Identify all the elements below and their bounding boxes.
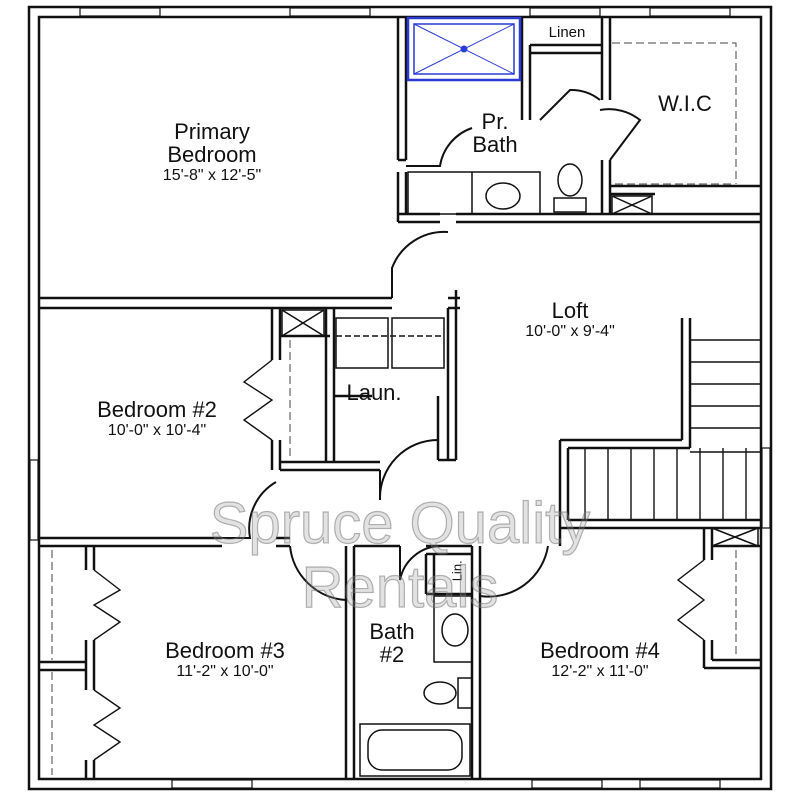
room-dimensions: 12'-2" x 11'-0" [551, 663, 649, 681]
bifold-door [92, 689, 122, 761]
toilet-tank [553, 197, 587, 213]
room-name: Lin. [449, 560, 465, 582]
primary-bedroom-label: Primary Bedroom 15'-8" x 12'-5" [112, 120, 312, 185]
bedroom3-label: Bedroom #3 11'-2" x 10'-0" [130, 639, 320, 681]
pr-bath-label: Pr. Bath [455, 110, 535, 156]
bathtub [359, 723, 471, 777]
room-name: Primary [174, 119, 250, 144]
room-name: W.I.C [658, 91, 712, 116]
door-swing [289, 545, 347, 601]
window [289, 7, 371, 17]
laundry-machine [335, 317, 389, 369]
room-name: Pr. [481, 109, 509, 134]
shower-pan-outer [406, 16, 522, 82]
door-swing [406, 127, 473, 167]
shelf-line [612, 42, 737, 184]
room-name: #2 [379, 642, 405, 668]
bifold-door [676, 559, 706, 641]
toilet-bowl [557, 163, 583, 197]
shower [406, 16, 522, 82]
vanity-counter [407, 171, 541, 215]
lin-label: Lin. [444, 556, 470, 592]
door-swing [539, 88, 601, 121]
room-dimensions: 15'-8" x 12'-5" [162, 167, 262, 185]
door-swing [222, 481, 277, 539]
hvac-x [711, 527, 759, 547]
window [639, 779, 721, 789]
bifold-doors [92, 359, 706, 761]
door-swing [599, 108, 642, 161]
room-name: Bedroom #2 [97, 397, 217, 422]
bifold-door [92, 569, 122, 641]
windows [29, 7, 771, 789]
shower-pan-inner [413, 23, 515, 75]
window [531, 779, 603, 789]
door-swing [378, 439, 439, 501]
wic-label: W.I.C [640, 92, 730, 115]
door-swing [399, 545, 441, 581]
window [649, 7, 731, 17]
sink [485, 182, 521, 210]
room-dimensions: 10'-0" x 9'-4" [525, 323, 615, 341]
linen-label: Linen [532, 25, 602, 41]
toilet-tank [457, 677, 473, 709]
room-name: Bath [472, 132, 518, 158]
closet-shelves [51, 42, 737, 775]
window [529, 7, 601, 17]
window [171, 779, 253, 789]
staircase [584, 339, 761, 520]
hvac-x [281, 309, 325, 337]
room-dimensions: 11'-2" x 10'-0" [176, 663, 274, 681]
room-name: Laun. [346, 380, 402, 405]
hvac-box [281, 309, 325, 337]
bedroom2-label: Bedroom #2 10'-0" x 10'-4" [62, 398, 252, 440]
window [29, 459, 39, 541]
loft-label: Loft 10'-0" x 9'-4" [480, 299, 660, 341]
shower-drain [460, 45, 468, 53]
laundry-label: Laun. [334, 381, 414, 404]
window [761, 447, 771, 529]
door-swing [479, 545, 549, 598]
sink [441, 613, 469, 647]
bath2-label: Bath #2 [362, 620, 422, 666]
laundry-machine [391, 317, 445, 369]
room-name: Bath [369, 619, 415, 644]
hvac-box [611, 195, 653, 215]
doors [222, 88, 642, 601]
room-name: Loft [551, 298, 589, 323]
fixtures [281, 163, 759, 777]
door-swing [391, 230, 449, 298]
hvac-box [711, 527, 759, 547]
bathtub-basin [367, 729, 463, 771]
room-name: Bedroom [167, 142, 257, 168]
hvac-x [611, 195, 653, 215]
exterior-wall-inner [37, 15, 763, 781]
vanity-counter [433, 595, 473, 663]
bifold-door [242, 359, 274, 441]
room-name: Bedroom #3 [165, 638, 285, 663]
exterior-wall-outer [27, 5, 773, 791]
room-name: Linen [548, 24, 586, 41]
room-dimensions: 10'-0" x 10'-4" [107, 422, 207, 440]
window [79, 7, 161, 17]
bedroom4-label: Bedroom #4 12'-2" x 11'-0" [500, 639, 700, 681]
room-name: Bedroom #4 [540, 638, 660, 663]
toilet-bowl [423, 681, 457, 705]
